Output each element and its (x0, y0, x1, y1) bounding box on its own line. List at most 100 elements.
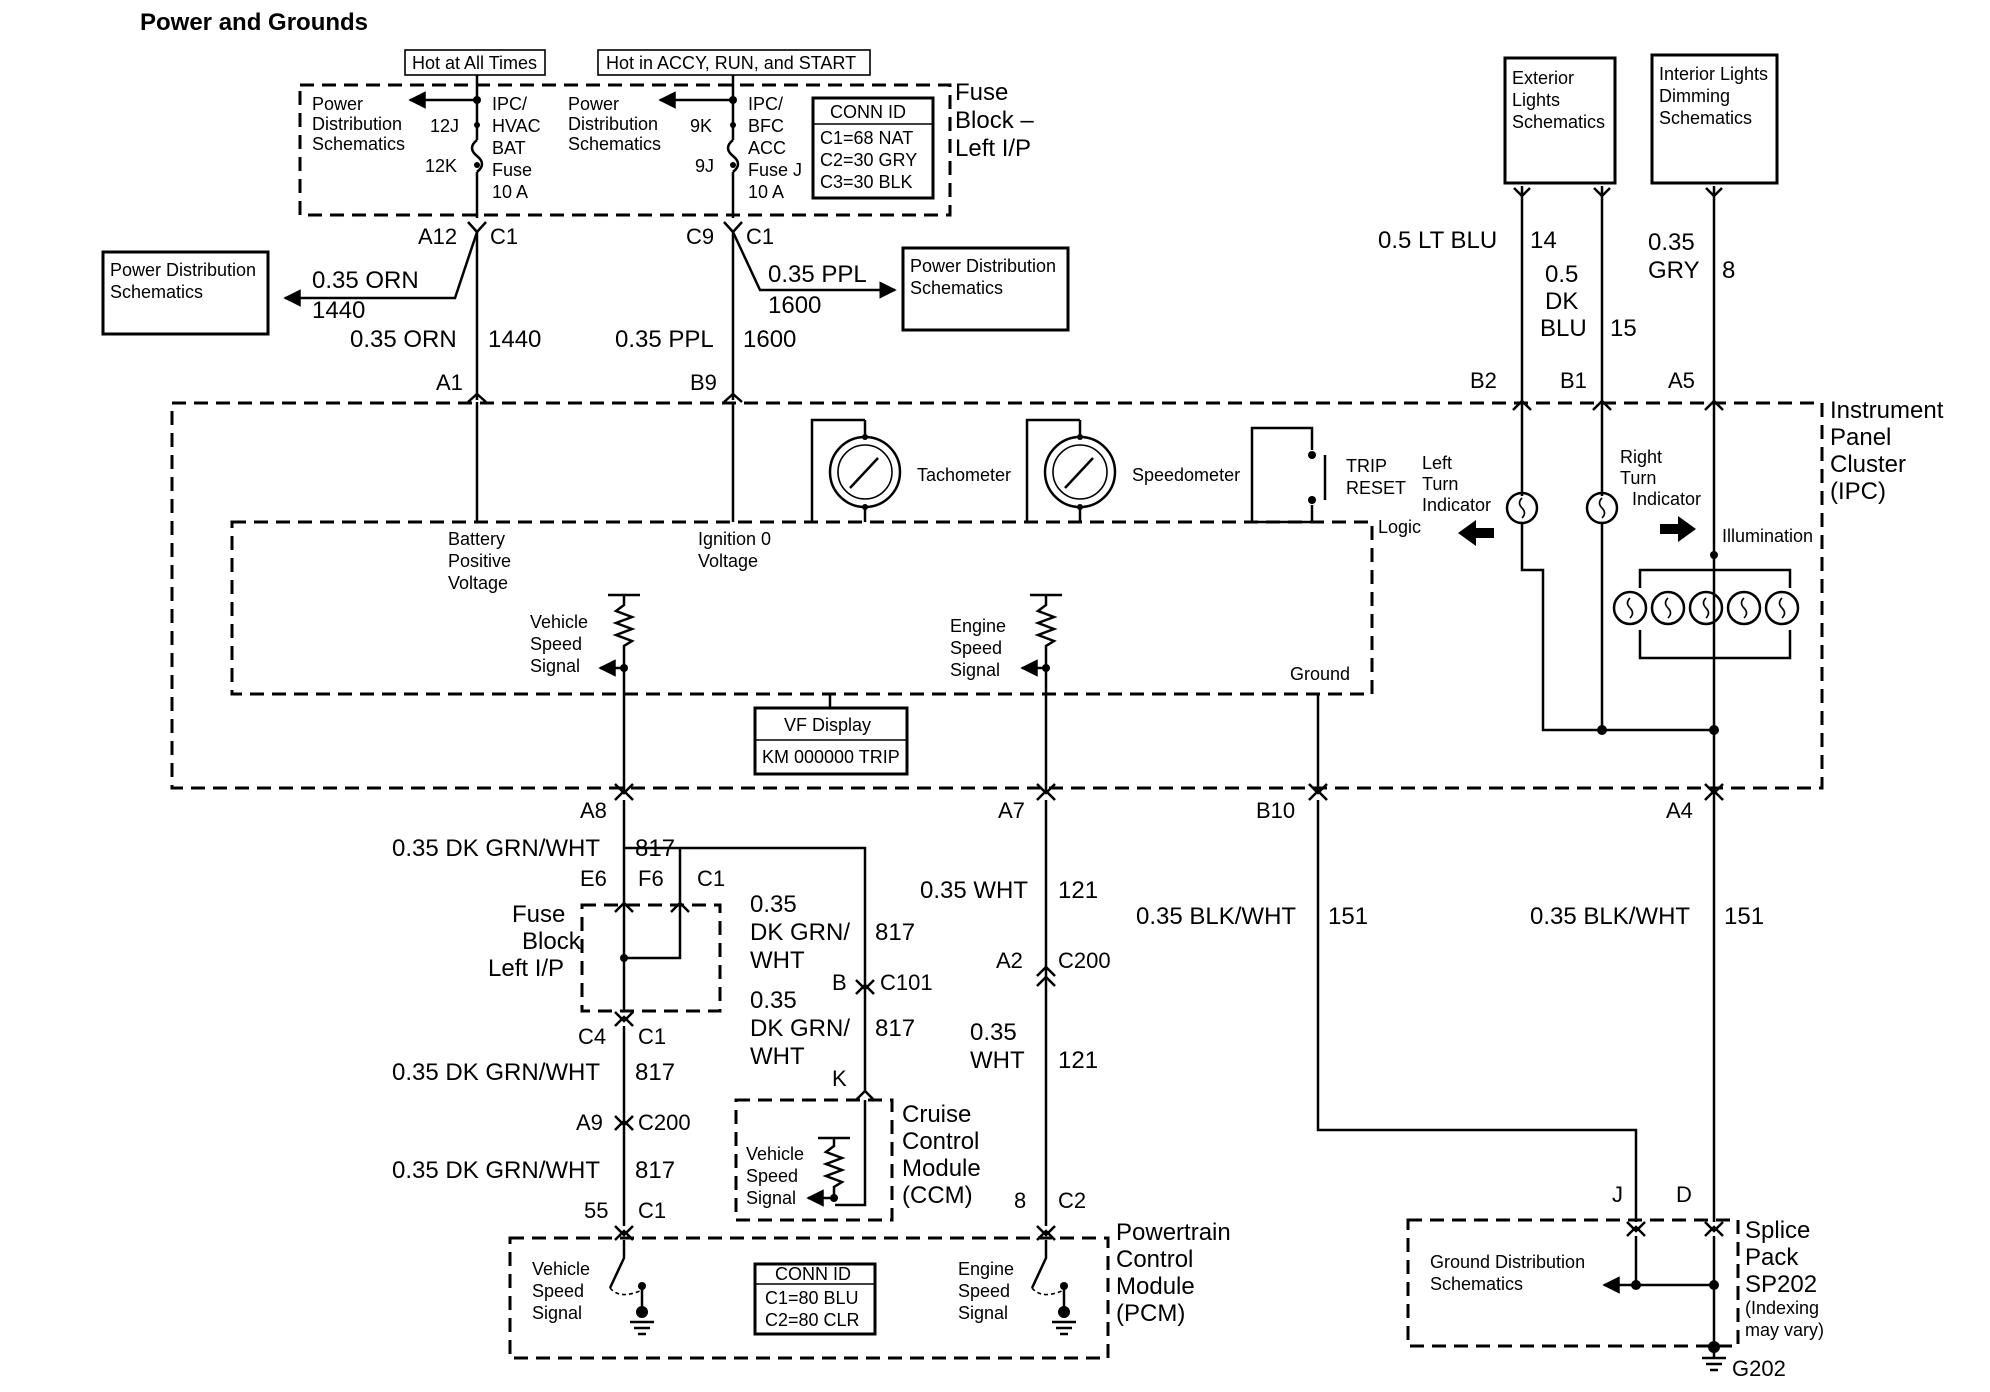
svg-text:Power: Power (568, 94, 619, 114)
dkgrn-wire-3: 0.35 DK GRN/ WHT (750, 987, 850, 1070)
svg-text:Battery: Battery (448, 529, 505, 549)
svg-text:Vehicle: Vehicle (530, 612, 588, 632)
svg-text:(Indexing: (Indexing (1745, 1298, 1819, 1318)
svg-text:(IPC): (IPC) (1830, 478, 1886, 505)
svg-text:Panel: Panel (1830, 424, 1891, 451)
svg-text:Power Distribution: Power Distribution (910, 256, 1056, 276)
illumination-bulbs (1612, 590, 1800, 626)
dkgrn-circ-4: 817 (635, 1059, 675, 1086)
svg-text:Positive: Positive (448, 551, 511, 571)
hot-all-times-label: Hot at All Times (412, 53, 537, 73)
svg-text:IPC/: IPC/ (492, 94, 527, 114)
svg-text:Fuse: Fuse (492, 160, 532, 180)
conn-c1-f: C1 (638, 1024, 666, 1049)
splice-note: (Indexing may vary) (1745, 1298, 1824, 1340)
gds-label: Ground Distribution Schematics (1430, 1252, 1585, 1294)
svg-text:Speed: Speed (958, 1281, 1010, 1301)
svg-text:Control: Control (902, 1128, 979, 1155)
svg-text:Voltage: Voltage (448, 573, 508, 593)
conn-c2: C2 (1058, 1188, 1086, 1213)
svg-text:ACC: ACC (748, 138, 786, 158)
orn-wire-b: 0.35 ORN (350, 326, 457, 353)
svg-text:Left: Left (1422, 453, 1452, 473)
svg-text:Distribution: Distribution (568, 114, 658, 134)
pin-c9: C9 (686, 224, 714, 249)
fuse-2-name: IPC/ BFC ACC Fuse J 10 A (748, 94, 802, 202)
svg-text:Engine: Engine (950, 616, 1006, 636)
vf-display-box (753, 706, 909, 776)
dkgrn-circ-5: 817 (635, 1157, 675, 1184)
interior-lights-box (1650, 53, 1779, 185)
pin-a9: A9 (576, 1110, 603, 1135)
illumination-bulb-icon (1726, 590, 1762, 626)
svg-text:CONN ID: CONN ID (830, 102, 906, 122)
svg-text:TRIP: TRIP (1346, 456, 1387, 476)
left-arrow-icon (1458, 520, 1494, 546)
gry-wire: 0.35 GRY (1648, 229, 1700, 284)
pin-b1: B1 (1560, 368, 1587, 393)
svg-text:C2=30 GRY: C2=30 GRY (820, 150, 917, 170)
pin-a2: A2 (996, 948, 1023, 973)
pin-a4: A4 (1666, 798, 1693, 823)
hot-accy-label: Hot in ACCY, RUN, and START (606, 53, 856, 73)
svg-text:WHT: WHT (970, 1047, 1025, 1074)
dkblu-wire: 0.5 DK BLU (1540, 261, 1587, 342)
svg-text:(CCM): (CCM) (902, 1182, 973, 1209)
svg-text:DK: DK (1545, 288, 1578, 315)
conn-c1-a: C1 (490, 224, 518, 249)
interior-lights: Interior Lights Dimming Schematics (1659, 64, 1768, 128)
svg-text:0.35: 0.35 (970, 1019, 1017, 1046)
svg-text:Schematics: Schematics (312, 134, 405, 154)
svg-text:Schematics: Schematics (110, 282, 203, 302)
conn-c200-a: C200 (638, 1110, 691, 1135)
svg-text:BAT: BAT (492, 138, 526, 158)
blkwht-circ-2: 151 (1724, 903, 1764, 930)
pin-a12: A12 (418, 224, 457, 249)
fuse-block-mid-outline (580, 903, 722, 1013)
wht-wire-2: 0.35 WHT (970, 1019, 1025, 1074)
svg-text:Cluster: Cluster (1830, 451, 1906, 478)
ignition-0-voltage: Ignition 0 Voltage (698, 529, 771, 571)
svg-text:RESET: RESET (1346, 478, 1406, 498)
svg-text:Voltage: Voltage (698, 551, 758, 571)
svg-text:Lights: Lights (1512, 90, 1560, 110)
wht-circ-2: 121 (1058, 1047, 1098, 1074)
dkblu-circ: 15 (1610, 315, 1637, 342)
svg-text:IPC/: IPC/ (748, 94, 783, 114)
svg-text:BLU: BLU (1540, 315, 1587, 342)
ess-ipc-label: Engine Speed Signal (950, 616, 1006, 680)
illumination-bulb-icon (1612, 590, 1648, 626)
svg-text:Left I/P: Left I/P (955, 135, 1031, 162)
svg-text:Block: Block (522, 928, 582, 955)
svg-text:0.35: 0.35 (750, 987, 797, 1014)
pin-8: 8 (1014, 1188, 1026, 1213)
dkgrn-circ-1: 817 (635, 835, 675, 862)
svg-text:DK GRN/: DK GRN/ (750, 1015, 850, 1042)
svg-text:Signal: Signal (958, 1303, 1008, 1323)
svg-text:Module: Module (902, 1155, 981, 1182)
fuse-block-mid-label: Fuse Block Left I/P (488, 901, 582, 982)
illumination-bulb-icon (1764, 590, 1800, 626)
blkwht-wire-2: 0.35 BLK/WHT (1530, 903, 1690, 930)
ltblu-wire: 0.5 LT BLU (1378, 227, 1497, 254)
ccm-vss-label: Vehicle Speed Signal (746, 1144, 804, 1208)
vf-display-readout: KM 000000 TRIP (762, 747, 900, 767)
right-turn-indicator-label: Right Turn Indicator (1620, 447, 1701, 509)
pds-right-box (901, 246, 1070, 332)
svg-text:Schematics: Schematics (1659, 108, 1752, 128)
fuse-2-pin-9k: 9K (690, 116, 712, 136)
svg-text:C2=80 CLR: C2=80 CLR (765, 1310, 860, 1330)
ess-ipc-resistor-icon (1034, 595, 1058, 668)
pin-f6: F6 (638, 866, 664, 891)
conn-c1-g: C1 (638, 1198, 666, 1223)
speedometer-label: Speedometer (1132, 465, 1240, 485)
right-arrow-icon (1660, 516, 1696, 542)
svg-text:Signal: Signal (746, 1188, 796, 1208)
fuse-2-pin-9j: 9J (695, 156, 714, 176)
svg-text:10 A: 10 A (748, 182, 784, 202)
svg-text:C1=68 NAT: C1=68 NAT (820, 128, 913, 148)
svg-text:Powertrain: Powertrain (1116, 1219, 1231, 1246)
pin-a8: A8 (580, 798, 607, 823)
svg-text:Signal: Signal (530, 656, 580, 676)
pin-b2: B2 (1470, 368, 1497, 393)
